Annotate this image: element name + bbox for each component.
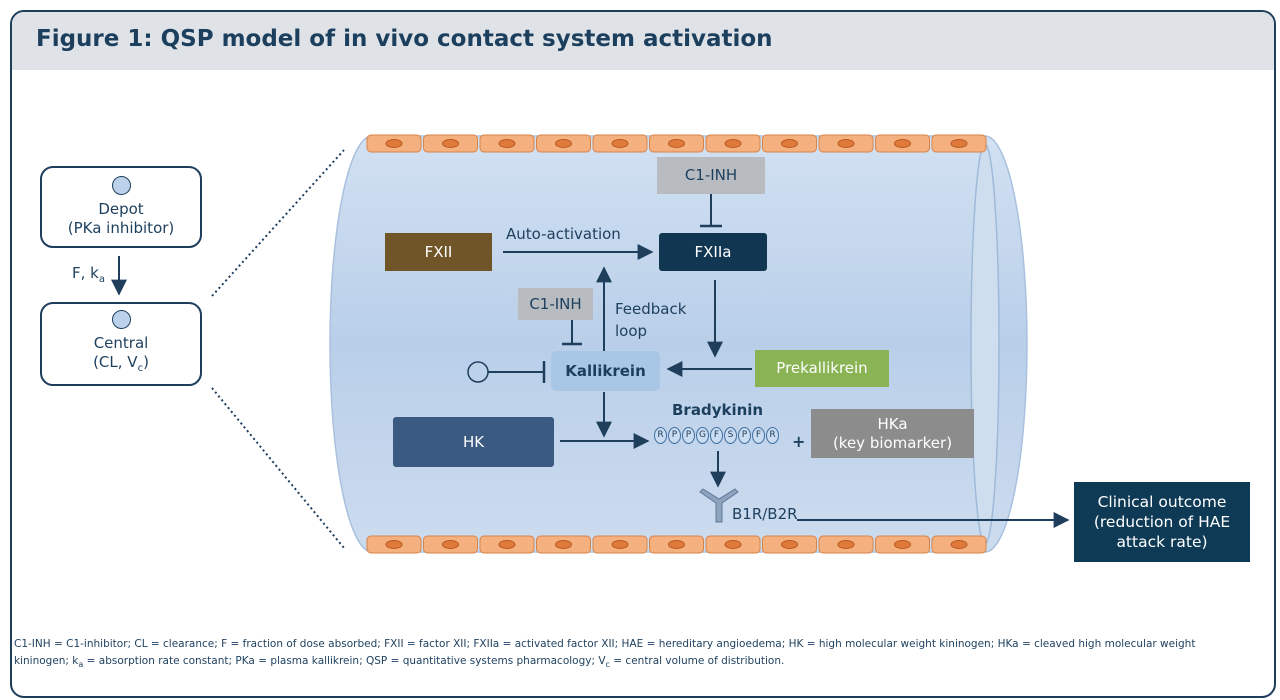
central-compartment: Central (CL, Vc) bbox=[40, 302, 202, 386]
footnote-part3: = central volume of distribution. bbox=[609, 655, 785, 667]
central-drug-circle bbox=[111, 310, 131, 329]
fxii-box: FXII bbox=[385, 233, 492, 271]
peptide-residue: F bbox=[752, 427, 765, 444]
central-sub-suffix: ) bbox=[143, 353, 149, 371]
fxiia-box: FXIIa bbox=[659, 233, 767, 271]
cell-nucleus bbox=[950, 540, 968, 549]
cell-nucleus bbox=[668, 540, 685, 549]
peptide-residue: P bbox=[668, 427, 681, 444]
kallikrein-box: Kallikrein bbox=[551, 351, 660, 391]
feedback-label-line1: Feedback bbox=[615, 300, 687, 318]
cell-nucleus bbox=[781, 139, 798, 148]
c1inh-top-box: C1-INH bbox=[657, 157, 765, 194]
peptide-residue: G bbox=[696, 427, 709, 444]
cell-nucleus bbox=[498, 540, 516, 549]
header-band: Figure 1: QSP model of in vivo contact s… bbox=[12, 12, 1274, 70]
cell-nucleus bbox=[837, 540, 855, 549]
cell-nucleus bbox=[385, 540, 403, 549]
hka-box: HKa (key biomarker) bbox=[811, 409, 974, 458]
peptide-residue: P bbox=[738, 427, 751, 444]
absorption-sub: a bbox=[98, 274, 105, 285]
central-sub-prefix: (CL, V bbox=[93, 353, 138, 371]
peptide-residue: P bbox=[682, 427, 695, 444]
cell-nucleus bbox=[442, 139, 459, 148]
receptor-icon bbox=[699, 488, 739, 523]
depot-compartment: Depot (PKa inhibitor) bbox=[40, 166, 202, 248]
clinical-line2: (reduction of HAE bbox=[1093, 513, 1231, 531]
peptide-residue: S bbox=[724, 427, 737, 444]
cell-nucleus bbox=[442, 540, 459, 549]
endothelial-cells-bottom bbox=[366, 535, 987, 554]
footnote-part2: = absorption rate constant; PKa = plasma… bbox=[83, 655, 606, 667]
footnote: C1-INH = C1-inhibitor; CL = clearance; F… bbox=[14, 636, 1248, 673]
bradykinin-label: Bradykinin bbox=[672, 401, 764, 419]
cell-nucleus bbox=[724, 139, 742, 148]
plus-sign: + bbox=[792, 432, 806, 451]
footnote-part1: C1-INH = C1-inhibitor; CL = clearance; F… bbox=[14, 638, 1196, 667]
footnote-sub2: c bbox=[605, 660, 610, 670]
blood-vessel bbox=[329, 135, 1028, 553]
cell-nucleus bbox=[894, 540, 911, 549]
receptor-label: B1R/B2R bbox=[732, 505, 798, 523]
peptide-residue: R bbox=[654, 427, 667, 444]
depot-label: Depot bbox=[98, 200, 144, 218]
cell-nucleus bbox=[385, 139, 403, 148]
absorption-text: F, k bbox=[72, 264, 99, 282]
figure-title: Figure 1: QSP model of in vivo contact s… bbox=[36, 26, 773, 52]
zoom-line-bottom bbox=[211, 387, 345, 549]
absorption-label: F, ka bbox=[72, 264, 105, 285]
clinical-line1: Clinical outcome bbox=[1097, 493, 1227, 511]
zoom-line-top bbox=[211, 149, 345, 297]
hka-label: HKa bbox=[877, 414, 908, 433]
figure-frame: Figure 1: QSP model of in vivo contact s… bbox=[10, 10, 1276, 698]
feedback-label-line2: loop bbox=[615, 322, 648, 340]
cell-nucleus bbox=[781, 540, 798, 549]
cell-nucleus bbox=[498, 139, 516, 148]
cell-nucleus bbox=[555, 540, 572, 549]
cell-nucleus bbox=[611, 540, 629, 549]
central-sublabel: (CL, Vc) bbox=[93, 353, 149, 378]
central-sub-sub: c bbox=[137, 363, 144, 374]
cell-nucleus bbox=[724, 540, 742, 549]
pka-inhibitor-circle bbox=[467, 361, 489, 383]
cell-nucleus bbox=[894, 139, 911, 148]
peptide-residue: R bbox=[766, 427, 779, 444]
depot-sublabel: (PKa inhibitor) bbox=[67, 219, 175, 237]
clinical-line3: attack rate) bbox=[1116, 533, 1208, 551]
cell-nucleus bbox=[950, 139, 968, 148]
cell-nucleus bbox=[837, 139, 855, 148]
clinical-outcome-box: Clinical outcome (reduction of HAE attac… bbox=[1074, 482, 1250, 562]
endothelial-cells-top bbox=[366, 134, 987, 153]
hk-box: HK bbox=[393, 417, 554, 467]
prekallikrein-box: Prekallikrein bbox=[755, 350, 889, 387]
cell-nucleus bbox=[555, 139, 572, 148]
hka-sublabel: (key biomarker) bbox=[832, 433, 953, 452]
cell-nucleus bbox=[611, 139, 629, 148]
peptide-residue: F bbox=[710, 427, 723, 444]
footnote-sub1: a bbox=[78, 660, 84, 670]
cell-nucleus bbox=[668, 139, 685, 148]
c1inh-mid-box: C1-INH bbox=[518, 288, 593, 320]
central-label: Central bbox=[93, 334, 149, 352]
depot-drug-circle bbox=[111, 176, 131, 195]
auto-activation-label: Auto-activation bbox=[506, 225, 621, 243]
